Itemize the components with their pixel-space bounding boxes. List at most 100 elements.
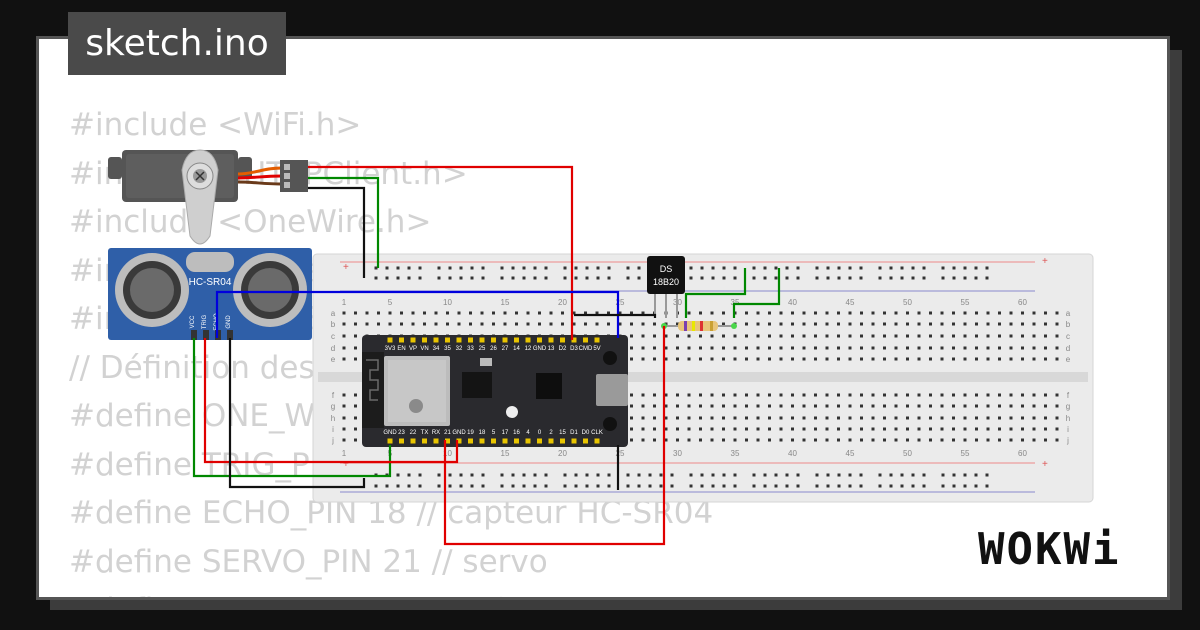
breadboard-hole — [825, 322, 829, 326]
breadboard-hole — [906, 404, 909, 408]
breadboard-hole — [745, 322, 748, 326]
breadboard-hole — [1032, 393, 1036, 397]
esp32-pin — [468, 337, 473, 343]
breadboard-hole — [1055, 334, 1059, 338]
breadboard-hole — [940, 311, 944, 315]
breadboard-hole — [791, 404, 794, 408]
breadboard-hole — [929, 438, 932, 442]
breadboard-hole — [940, 427, 944, 431]
breadboard-hole — [756, 416, 760, 420]
rail-hole — [900, 266, 904, 270]
esp32-pin — [456, 337, 462, 343]
rail-hole — [481, 266, 485, 270]
breadboard-hole — [641, 346, 645, 350]
breadboard-hole — [1009, 427, 1013, 431]
esp32-pin — [560, 438, 565, 444]
svg-text:+: + — [1042, 256, 1048, 267]
breadboard-hole — [641, 357, 645, 361]
breadboard-hole — [745, 427, 748, 431]
breadboard-hole — [894, 334, 898, 338]
column-number: 15 — [501, 449, 510, 458]
rail-hole — [963, 276, 967, 280]
wires — [192, 165, 781, 546]
breadboard-hole — [825, 357, 829, 361]
rail-hole — [922, 484, 926, 488]
breadboard-hole — [733, 416, 737, 420]
breadboard-hole — [584, 311, 587, 315]
esp32-pin-label: 27 — [502, 346, 509, 352]
breadboard-hole — [860, 416, 863, 420]
breadboard-hole — [825, 393, 829, 397]
rail-hole — [722, 473, 726, 477]
breadboard-hole — [699, 438, 702, 442]
sketch-title: sketch.ino — [68, 12, 286, 75]
rail-hole — [859, 266, 863, 270]
ultrasonic-pin-label: GND — [226, 315, 232, 329]
breadboard-hole — [607, 311, 610, 315]
column-number: 35 — [731, 449, 740, 458]
breadboard-hole — [342, 346, 346, 350]
ultrasonic-pin — [203, 330, 209, 340]
rail-hole — [396, 266, 400, 270]
breadboard-hole — [1009, 334, 1013, 338]
breadboard-hole — [377, 311, 380, 315]
breadboard-hole — [917, 393, 921, 397]
breadboard-hole — [1021, 357, 1024, 361]
breadboard-hole — [871, 346, 875, 350]
breadboard-hole — [411, 311, 415, 315]
breadboard-hole — [802, 393, 806, 397]
breadboard-hole — [676, 416, 679, 420]
rail-hole — [889, 484, 893, 488]
rail-hole — [733, 266, 737, 270]
breadboard-hole — [814, 346, 817, 350]
rail-hole — [407, 266, 411, 270]
rail-hole — [533, 266, 537, 270]
breadboard-hole — [848, 393, 852, 397]
breadboard-hole — [779, 404, 783, 408]
breadboard-hole — [906, 311, 909, 315]
breadboard-hole — [354, 393, 357, 397]
breadboard-hole — [1032, 322, 1036, 326]
rail-hole — [763, 473, 767, 477]
breadboard-hole — [1021, 416, 1024, 420]
rail-hole — [763, 484, 767, 488]
breadboard-hole — [699, 357, 702, 361]
esp32-pin-label: GND — [383, 430, 397, 436]
breadboard-hole — [745, 311, 748, 315]
row-letter: f — [332, 391, 335, 400]
breadboard-hole — [1044, 416, 1047, 420]
breadboard-hole — [825, 438, 829, 442]
code-line: #include <WiFi.h> — [69, 107, 362, 143]
rail-hole — [774, 473, 778, 477]
breadboard-hole — [653, 404, 656, 408]
rail-hole — [922, 276, 926, 280]
breadboard-hole — [791, 357, 794, 361]
breadboard-hole — [837, 416, 840, 420]
column-number: 50 — [903, 449, 912, 458]
breadboard-hole — [1044, 427, 1047, 431]
esp32-pin-label: 0 — [538, 430, 542, 436]
rail-hole — [785, 276, 789, 280]
rail-hole — [626, 484, 630, 488]
rail-hole — [544, 276, 548, 280]
breadboard-hole — [722, 438, 725, 442]
esp32-pin-label: GND — [452, 430, 466, 436]
esp32-pin-label: CLK — [591, 430, 603, 436]
breadboard-hole — [664, 427, 668, 431]
breadboard-hole — [365, 322, 369, 326]
breadboard-hole — [561, 311, 564, 315]
breadboard-hole — [814, 357, 817, 361]
breadboard-hole — [871, 393, 875, 397]
rail-hole — [763, 266, 767, 270]
breadboard-hole — [929, 346, 932, 350]
column-number: 25 — [616, 449, 625, 458]
breadboard-hole — [848, 322, 852, 326]
breadboard-hole — [814, 404, 817, 408]
rail-hole — [574, 473, 578, 477]
breadboard-hole — [825, 334, 829, 338]
esp32-pin — [502, 438, 508, 444]
rail-hole — [922, 473, 926, 477]
rail-hole — [574, 276, 578, 280]
breadboard-hole — [779, 346, 783, 350]
rail-hole — [585, 266, 589, 270]
